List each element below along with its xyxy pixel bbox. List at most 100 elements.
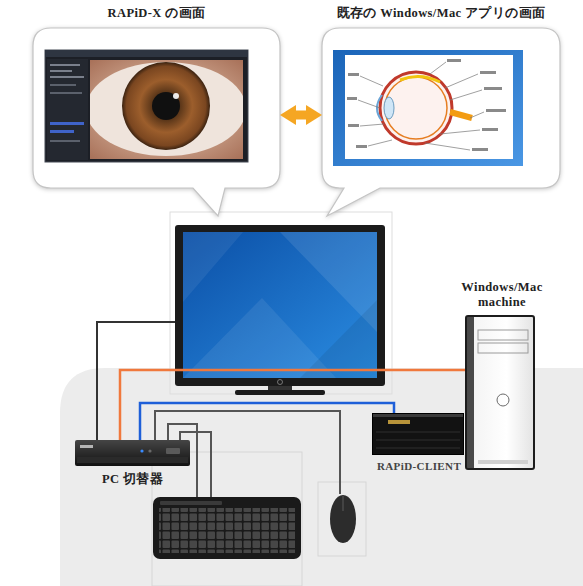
panel-bar <box>50 70 72 72</box>
leader-line <box>445 74 478 88</box>
node-label: PC 切替器 <box>63 472 203 488</box>
monitor-screen <box>183 232 377 378</box>
eyeball <box>380 72 452 144</box>
eye-photo <box>90 60 243 159</box>
speech-bubble: 既存の Windows/Mac アプリの画面 <box>322 28 560 188</box>
app-titlebar <box>45 50 248 57</box>
panel-bar <box>50 76 84 78</box>
switcher-badge <box>80 445 93 448</box>
client-rib <box>376 448 460 449</box>
speech-bubble: RAPiD-X の画面 <box>33 28 280 188</box>
frame-line <box>318 482 366 556</box>
switcher-front <box>77 457 188 463</box>
leader-line <box>368 140 392 146</box>
client-rib <box>376 432 460 433</box>
leader-line <box>450 90 482 100</box>
screen-pattern <box>183 298 336 378</box>
switcher-led <box>140 449 143 452</box>
retina <box>385 77 447 139</box>
frame-line <box>152 452 302 586</box>
label-mark <box>347 97 357 100</box>
computer-tower: Windows/Mac machine <box>465 315 535 470</box>
label-mark <box>447 59 461 62</box>
monitor <box>175 225 385 395</box>
client-details <box>376 420 460 448</box>
screen-pattern <box>183 232 243 302</box>
screen-pattern <box>300 300 377 378</box>
keyboard-keys <box>159 508 295 553</box>
node-label: Windows/Mac machine <box>452 280 552 311</box>
label-mark <box>472 148 488 151</box>
pc-switch: PC 切替器 <box>75 440 190 466</box>
leader-line <box>430 62 446 74</box>
bubble-outline <box>322 28 560 188</box>
client-badge <box>388 420 410 424</box>
eye-highlight <box>173 93 179 99</box>
mouse-body <box>330 495 356 543</box>
monitor-logo <box>278 380 283 385</box>
rapid-x-screenshot <box>45 50 248 162</box>
monitor-base <box>235 390 325 395</box>
desktop-background <box>333 50 523 166</box>
tower-side <box>467 317 474 468</box>
node-label: RAPiD-CLIENT <box>354 460 484 474</box>
label-mark <box>348 124 359 127</box>
monitor-bezel <box>175 225 385 386</box>
panel-bar <box>50 64 80 66</box>
arrow-connector <box>280 111 322 120</box>
panel-slider <box>50 122 84 125</box>
mouse-button-line <box>343 496 344 511</box>
label-mark <box>482 128 498 131</box>
frame-line <box>170 212 392 394</box>
leader-line <box>425 143 470 150</box>
drive-bay <box>478 343 528 353</box>
keyboard-body <box>153 497 301 559</box>
bubble-outline <box>33 28 280 188</box>
cable-connector <box>120 370 465 440</box>
label-mark <box>356 145 367 148</box>
tiny-label-marks <box>347 59 506 151</box>
leader-line <box>440 130 480 134</box>
panel-bar <box>50 84 76 86</box>
sclera <box>90 62 243 156</box>
screen-pattern <box>280 232 377 332</box>
label-mark <box>348 73 359 76</box>
client-rib <box>376 440 460 441</box>
leader-line <box>360 124 384 126</box>
tower-foot <box>478 460 528 464</box>
switcher-led <box>148 449 151 452</box>
panel-slider <box>50 130 74 133</box>
tower-details <box>467 317 528 468</box>
keyboard <box>153 497 301 559</box>
leader-line <box>470 112 484 118</box>
client-box: RAPiD-CLIENT <box>372 413 464 455</box>
skin <box>90 60 243 159</box>
label-mark <box>486 109 506 112</box>
bubble-shape <box>33 28 280 216</box>
anatomy-screenshot <box>333 50 523 166</box>
node-label: 既存の Windows/Mac アプリの画面 <box>302 6 580 22</box>
tower-logo <box>497 394 509 406</box>
leader-lines <box>358 62 484 150</box>
bubble-shape <box>322 28 560 216</box>
leader-line <box>358 100 380 108</box>
lens <box>384 97 394 119</box>
pupil <box>152 92 180 120</box>
keyboard-strip <box>160 501 222 505</box>
video-cable <box>97 322 175 440</box>
mouse <box>330 495 356 543</box>
label-mark <box>480 71 496 74</box>
switcher-button <box>166 448 180 454</box>
figure-sheet <box>345 55 513 159</box>
drive-bay <box>478 330 528 340</box>
leader-line <box>360 76 383 86</box>
cornea <box>377 95 382 121</box>
switcher-details <box>77 445 188 463</box>
label-mark <box>484 87 502 90</box>
app-side-panel <box>47 59 88 160</box>
iris <box>122 62 210 150</box>
node-label: RAPiD-X の画面 <box>13 6 300 22</box>
